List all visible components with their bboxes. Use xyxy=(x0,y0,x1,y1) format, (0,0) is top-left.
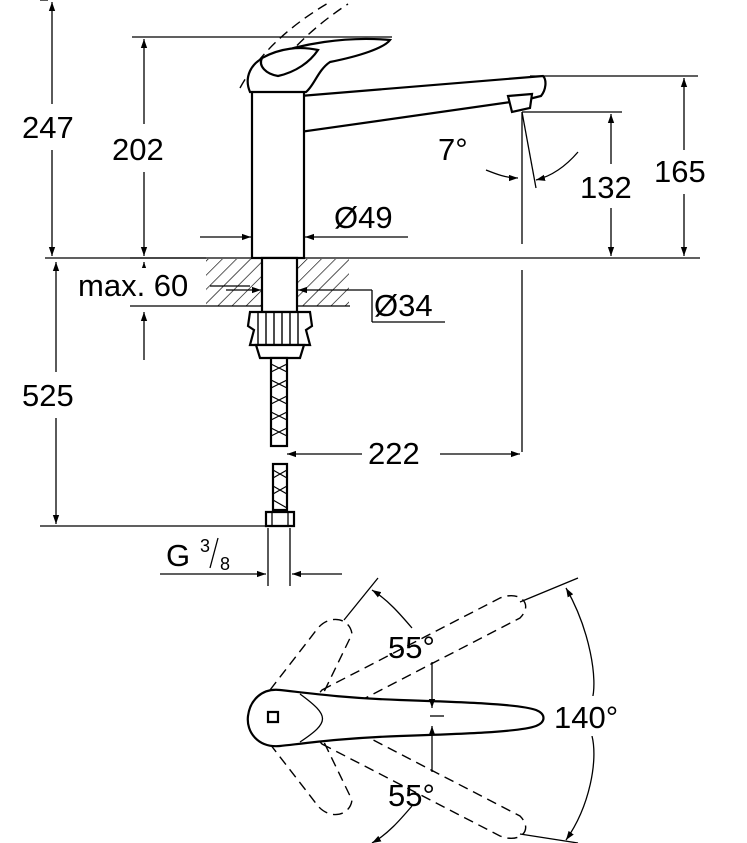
lever-cap xyxy=(259,47,320,78)
lever-top-view xyxy=(246,688,545,748)
braided-hose-upper xyxy=(269,356,289,448)
label-hose-length: 525 xyxy=(22,378,74,413)
label-spout-height: 202 xyxy=(112,132,164,167)
raised-lever-outline xyxy=(239,1,349,97)
label-handle-angle-upper: 55° xyxy=(388,630,435,665)
label-body-diameter: Ø49 xyxy=(334,200,393,235)
hose-fitting xyxy=(264,510,296,528)
label-thread-den: 8 xyxy=(220,554,230,574)
side-view xyxy=(40,0,700,586)
shank xyxy=(260,256,299,314)
label-body-height: 165 xyxy=(654,154,706,189)
mounting-nut xyxy=(246,310,314,347)
label-thread-prefix: G xyxy=(166,538,190,573)
label-swivel-angle: 140° xyxy=(554,700,618,735)
label-thread-num: 3 xyxy=(200,536,210,556)
label-max-thickness: max. 60 xyxy=(78,268,188,303)
label-total-height: 247 xyxy=(22,110,74,145)
countertop-section-left xyxy=(206,259,262,306)
aerator xyxy=(506,92,534,114)
label-handle-angle-lower: 55° xyxy=(388,778,435,813)
label-tilt-angle: 7° xyxy=(438,132,468,167)
label-spout-reach: 222 xyxy=(368,436,420,471)
spout xyxy=(298,74,547,134)
countertop-section-right xyxy=(297,259,349,306)
label-outlet-height: 132 xyxy=(580,170,632,205)
label-hole-diameter: Ø34 xyxy=(374,288,433,323)
faucet-body xyxy=(250,88,306,260)
top-view xyxy=(246,577,595,843)
braided-hose-lower xyxy=(271,462,289,512)
dimension-labels: 247 202 132 165 7° Ø49 max. 60 Ø34 525 2… xyxy=(14,104,724,813)
